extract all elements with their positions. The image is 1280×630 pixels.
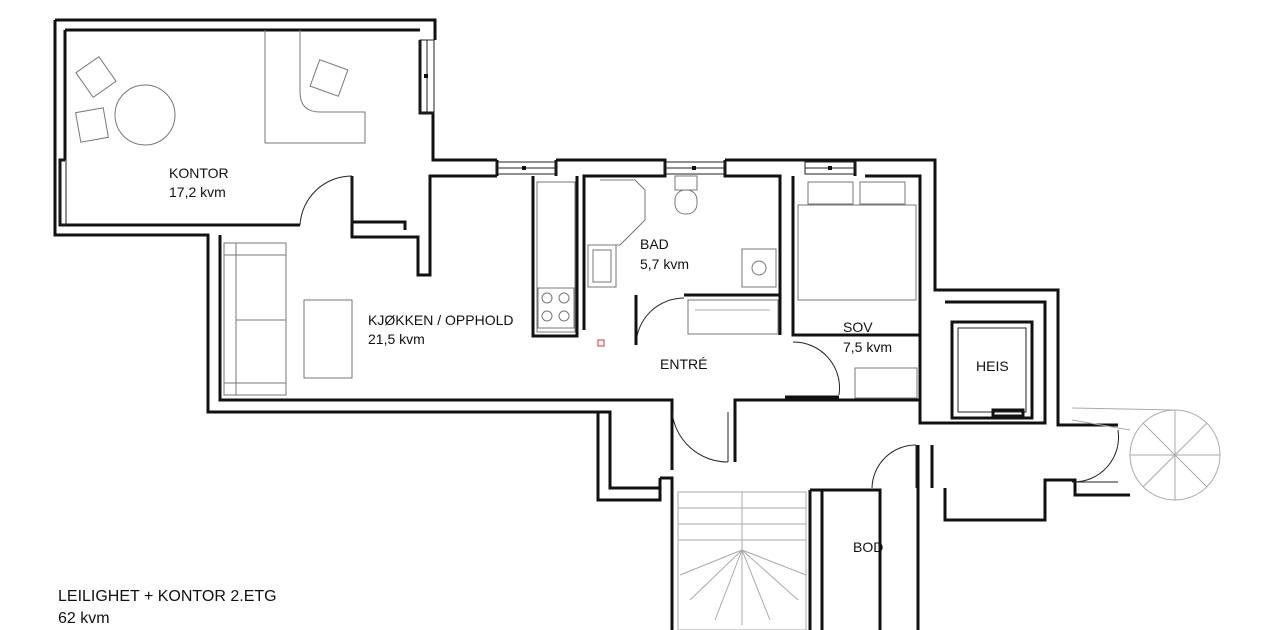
plan-title: LEILIGHET + KONTOR 2.ETG	[58, 588, 277, 605]
room-name-kontor: KONTOR	[169, 165, 229, 181]
room-area-kontor: 17,2 kvm	[169, 184, 226, 200]
room-area-kjokken: 21,5 kvm	[368, 331, 425, 347]
doors	[299, 175, 1120, 489]
room-area-sov: 7,5 kvm	[843, 339, 892, 355]
furniture	[75, 30, 1221, 630]
plan-caption: LEILIGHET + KONTOR 2.ETG 62 kvm	[58, 586, 277, 630]
room-name-kjokken: KJØKKEN / OPPHOLD	[368, 312, 513, 328]
windows	[59, 39, 856, 226]
room-name-sov: SOV	[843, 319, 873, 335]
room-area-bad: 5,7 kvm	[640, 256, 689, 272]
room-name-bad: BAD	[640, 236, 669, 252]
room-labels: KONTOR 17,2 kvm BAD 5,7 kvm KJØKKEN / OP…	[169, 165, 1009, 555]
exterior-walls	[53, 18, 1130, 630]
room-name-entre: ENTRÉ	[660, 356, 707, 372]
plan-total-area: 62 kvm	[58, 610, 110, 627]
room-name-bod: BOD	[853, 539, 883, 555]
room-name-heis: HEIS	[976, 358, 1009, 374]
